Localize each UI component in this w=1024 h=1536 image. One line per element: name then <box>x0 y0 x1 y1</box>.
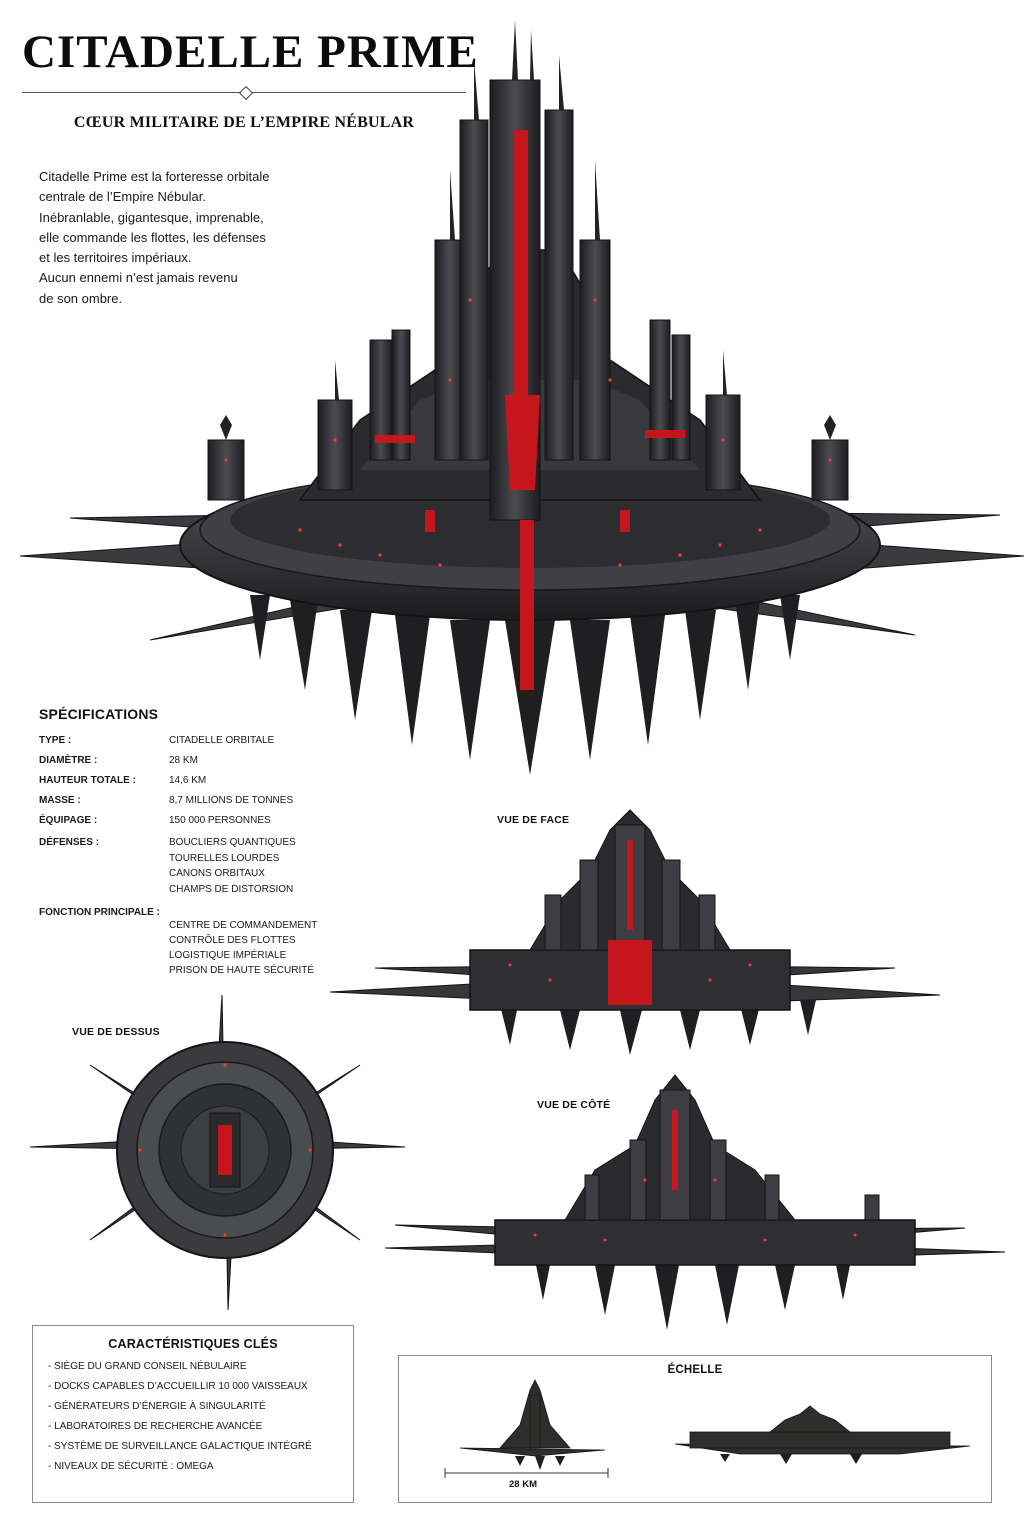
side-view-label: VUE DE CÔTÉ <box>537 1099 611 1111</box>
scale-comparison-illustration <box>444 1379 971 1478</box>
spec-value-mass: 8,7 MILLIONS DE TONNES <box>169 795 294 806</box>
top-view-label: VUE DE DESSUS <box>72 1026 160 1038</box>
spec-label-mass: MASSE : <box>39 795 81 806</box>
list-item: - NIVEAUX DE SÉCURITÉ : OMEGA <box>48 1460 214 1472</box>
front-view-label: VUE DE FACE <box>497 814 570 826</box>
spec-value-function: PRISON DE HAUTE SÉCURITÉ <box>169 965 315 976</box>
citadel-top-view <box>29 994 406 1311</box>
spec-label-crew: ÉQUIPAGE : <box>39 815 98 826</box>
spec-value-function: CONTRÔLE DES FLOTTES <box>169 935 296 946</box>
spec-label-function: FONCTION PRINCIPALE : <box>39 907 160 918</box>
list-item: - GÉNÉRATEURS D’ÉNERGIE À SINGULARITÉ <box>48 1400 266 1412</box>
spec-value-defense: CANONS ORBITAUX <box>169 868 265 879</box>
spec-value-diameter: 28 KM <box>169 755 198 766</box>
spec-label-height: HAUTEUR TOTALE : <box>39 775 136 786</box>
key-features-title: CARACTÉRISTIQUES CLÉS <box>108 1337 278 1351</box>
spec-value-defense: CHAMPS DE DISTORSION <box>169 884 294 895</box>
spec-value-crew: 150 000 PERSONNES <box>169 815 271 826</box>
spec-label-type: TYPE : <box>39 735 72 746</box>
scale-measure-label: 28 KM <box>505 1479 541 1490</box>
intro-line: Citadelle Prime est la forteresse orbita… <box>39 169 270 184</box>
intro-text: Citadelle Prime est la forteresse orbita… <box>39 167 319 309</box>
citadel-side-view <box>384 1074 1006 1330</box>
key-features-panel <box>32 1325 354 1503</box>
spec-value-defense: TOURELLES LOURDES <box>169 853 280 864</box>
scale-title: ÉCHELLE <box>667 1364 723 1376</box>
spec-value-defense: BOUCLIERS QUANTIQUES <box>169 837 296 848</box>
specifications-title: SPÉCIFICATIONS <box>39 706 159 722</box>
page-title: CITADELLE PRIME <box>22 26 479 78</box>
list-item: - SIÈGE DU GRAND CONSEIL NÉBULAIRE <box>48 1361 247 1372</box>
key-features-list: - SIÈGE DU GRAND CONSEIL NÉBULAIRE - DOC… <box>48 1357 312 1476</box>
intro-line: Aucun ennemi n’est jamais revenu <box>39 270 238 286</box>
list-item: - LABORATOIRES DE RECHERCHE AVANCÉE <box>48 1420 263 1432</box>
page-subtitle: CŒUR MILITAIRE DE L’EMPIRE NÉBULAR <box>73 114 415 131</box>
spec-label-diameter: DIAMÈTRE : <box>39 755 98 766</box>
spec-value-height: 14,6 KM <box>169 775 207 786</box>
intro-line: de son ombre. <box>39 290 123 306</box>
list-item: - DOCKS CAPABLES D’ACCUEILLIR 10 000 VAI… <box>48 1380 308 1392</box>
spec-value-type: CITADELLE ORBITALE <box>169 735 275 746</box>
citadel-main-illustration <box>19 20 1024 775</box>
intro-line: et les territoires impériaux. <box>39 250 192 266</box>
scale-panel <box>398 1355 992 1503</box>
spec-value-function: CENTRE DE COMMANDEMENT <box>169 920 318 931</box>
citadel-front-view <box>329 809 941 1055</box>
list-item: - SYSTÈME DE SURVEILLANCE GALACTIQUE INT… <box>48 1440 312 1452</box>
intro-line: Inébranlable, gigantesque, imprenable, <box>39 209 264 225</box>
intro-line: elle commande les flottes, les défenses <box>39 229 266 245</box>
spec-label-defenses: DÉFENSES : <box>39 837 100 848</box>
spec-value-function: LOGISTIQUE IMPÉRIALE <box>169 950 287 961</box>
intro-line: centrale de l’Empire Nébular. <box>39 189 206 205</box>
